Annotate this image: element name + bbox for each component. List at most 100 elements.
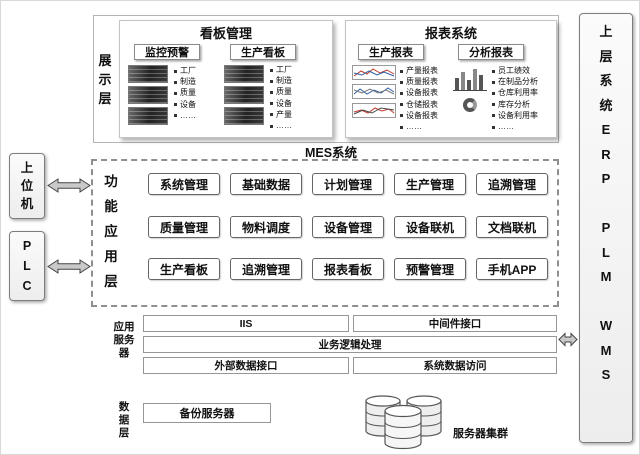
bar-chart-icon xyxy=(453,69,487,91)
bullet-icon xyxy=(174,92,177,95)
list-item: 制造 xyxy=(174,77,196,87)
donut-chart-icon xyxy=(463,98,477,112)
list-item: …… xyxy=(270,121,292,131)
module-production-kanban: 生产看板 xyxy=(148,258,220,280)
module-quality-management: 质量管理 xyxy=(148,216,220,238)
dashboard-thumbnail xyxy=(128,107,168,125)
iis-box: IIS xyxy=(143,315,349,332)
bullet-icon xyxy=(492,125,495,129)
host-mes-arrow-icon xyxy=(47,178,91,193)
bullet-icon xyxy=(400,92,403,95)
analysis-report-list: 员工绩效 在制品分析 仓库利用率 库存分析 设备利用率 …… xyxy=(492,66,538,132)
bullet-icon xyxy=(270,68,273,72)
module-mobile-app: 手机APP xyxy=(476,258,548,280)
function-layer-label: 功 能 应 用 层 xyxy=(104,174,118,289)
upper-systems-box: 上 层 系 统 E R P P L M W M S xyxy=(579,13,633,443)
plc-label: P L C xyxy=(22,239,32,293)
production-report-thumbnails xyxy=(352,65,396,118)
bullet-icon xyxy=(174,103,177,107)
bullet-icon xyxy=(270,124,273,128)
list-item: 质量 xyxy=(174,88,196,98)
report-system-panel: 报表系统 生产报表 分析报表 产量报表 质量报表 设备报表 仓储报表 设备报表 … xyxy=(345,20,557,138)
host-computer-box: 上 位 机 xyxy=(9,153,45,219)
bullet-icon xyxy=(400,69,403,73)
bullet-icon xyxy=(492,80,495,84)
analysis-report-header: 分析报表 xyxy=(458,44,524,60)
list-item: 设备报表 xyxy=(400,111,438,121)
module-plan-management: 计划管理 xyxy=(312,173,384,195)
bullet-icon xyxy=(270,79,273,83)
module-trace-management-2: 追溯管理 xyxy=(230,258,302,280)
list-item: 设备报表 xyxy=(400,88,438,98)
module-system-management: 系统管理 xyxy=(148,173,220,195)
monitor-alert-thumbnails xyxy=(128,65,168,125)
monitor-alert-list: 工厂 制造 质量 设备 …… xyxy=(174,66,196,121)
kanban-management-title: 看板管理 xyxy=(199,26,252,41)
dashboard-thumbnail xyxy=(224,65,264,83)
bullet-icon xyxy=(492,103,495,107)
list-item: 设备利用率 xyxy=(492,111,538,121)
line-chart-thumbnail xyxy=(352,84,396,99)
list-item: 工厂 xyxy=(270,65,292,75)
bullet-icon xyxy=(270,113,273,117)
backup-server-box: 备份服务器 xyxy=(143,403,271,423)
list-item: 仓储报表 xyxy=(400,100,438,110)
kanban-management-panel: 看板管理 监控预警 生产看板 工厂 制造 质量 设备 …… 工厂 制造 质量 设… xyxy=(119,20,333,138)
dashboard-thumbnail xyxy=(224,107,264,125)
list-item: …… xyxy=(492,122,538,132)
bullet-icon xyxy=(270,91,273,94)
data-layer-label: 数 据 层 xyxy=(118,401,130,439)
upper-systems-label: 上 层 系 统 E R P P L M W M S xyxy=(599,24,613,382)
middleware-interface-box: 中间件接口 xyxy=(353,315,557,332)
bullet-icon xyxy=(492,69,495,73)
bullet-icon xyxy=(400,114,403,118)
bullet-icon xyxy=(174,114,177,118)
analysis-report-icons xyxy=(452,66,488,112)
production-report-header: 生产报表 xyxy=(358,44,424,60)
mes-erp-arrow-icon xyxy=(558,332,578,347)
production-kanban-thumbnails xyxy=(224,65,264,125)
line-chart-thumbnail xyxy=(352,65,396,80)
module-report-kanban: 报表看板 xyxy=(312,258,384,280)
display-layer-label: 展 示 层 xyxy=(98,53,112,106)
mes-system-label: MES系统 xyxy=(304,146,358,160)
bullet-icon xyxy=(492,114,495,118)
plc-box: P L C xyxy=(9,231,45,301)
module-basic-data: 基础数据 xyxy=(230,173,302,195)
module-production-management: 生产管理 xyxy=(394,173,466,195)
business-logic-box: 业务逻辑处理 xyxy=(143,336,557,353)
list-item: 设备 xyxy=(270,99,292,109)
list-item: 质量报表 xyxy=(400,77,438,87)
app-server-label: 应用 服务 器 xyxy=(113,321,135,359)
dashboard-thumbnail xyxy=(128,65,168,83)
report-system-title: 报表系统 xyxy=(424,26,477,41)
production-report-list: 产量报表 质量报表 设备报表 仓储报表 设备报表 …… xyxy=(400,66,438,132)
list-item: …… xyxy=(400,122,438,132)
production-kanban-list: 工厂 制造 质量 设备 产量 …… xyxy=(270,65,292,131)
monitor-alert-header: 监控预警 xyxy=(134,44,200,60)
bullet-icon xyxy=(400,80,403,84)
list-item: 产量报表 xyxy=(400,66,438,76)
module-trace-management: 追溯管理 xyxy=(476,173,548,195)
list-item: 员工绩效 xyxy=(492,66,538,76)
list-item: 库存分析 xyxy=(492,100,538,110)
list-item: 设备 xyxy=(174,100,196,110)
bullet-icon xyxy=(174,80,177,84)
list-item: 工厂 xyxy=(174,66,196,76)
module-equipment-online: 设备联机 xyxy=(394,216,466,238)
system-data-access-box: 系统数据访问 xyxy=(353,357,557,374)
server-cluster-label: 服务器集群 xyxy=(453,428,508,440)
bullet-icon xyxy=(270,102,273,106)
module-document-online: 文档联机 xyxy=(476,216,548,238)
bullet-icon xyxy=(492,92,495,95)
list-item: …… xyxy=(174,111,196,121)
external-data-interface-box: 外部数据接口 xyxy=(143,357,349,374)
module-alert-management: 预警管理 xyxy=(394,258,466,280)
dashboard-thumbnail xyxy=(224,86,264,104)
list-item: 制造 xyxy=(270,76,292,86)
bullet-icon xyxy=(400,103,403,107)
bullet-icon xyxy=(174,69,177,73)
host-computer-label: 上 位 机 xyxy=(20,161,34,211)
production-kanban-header: 生产看板 xyxy=(230,44,296,60)
